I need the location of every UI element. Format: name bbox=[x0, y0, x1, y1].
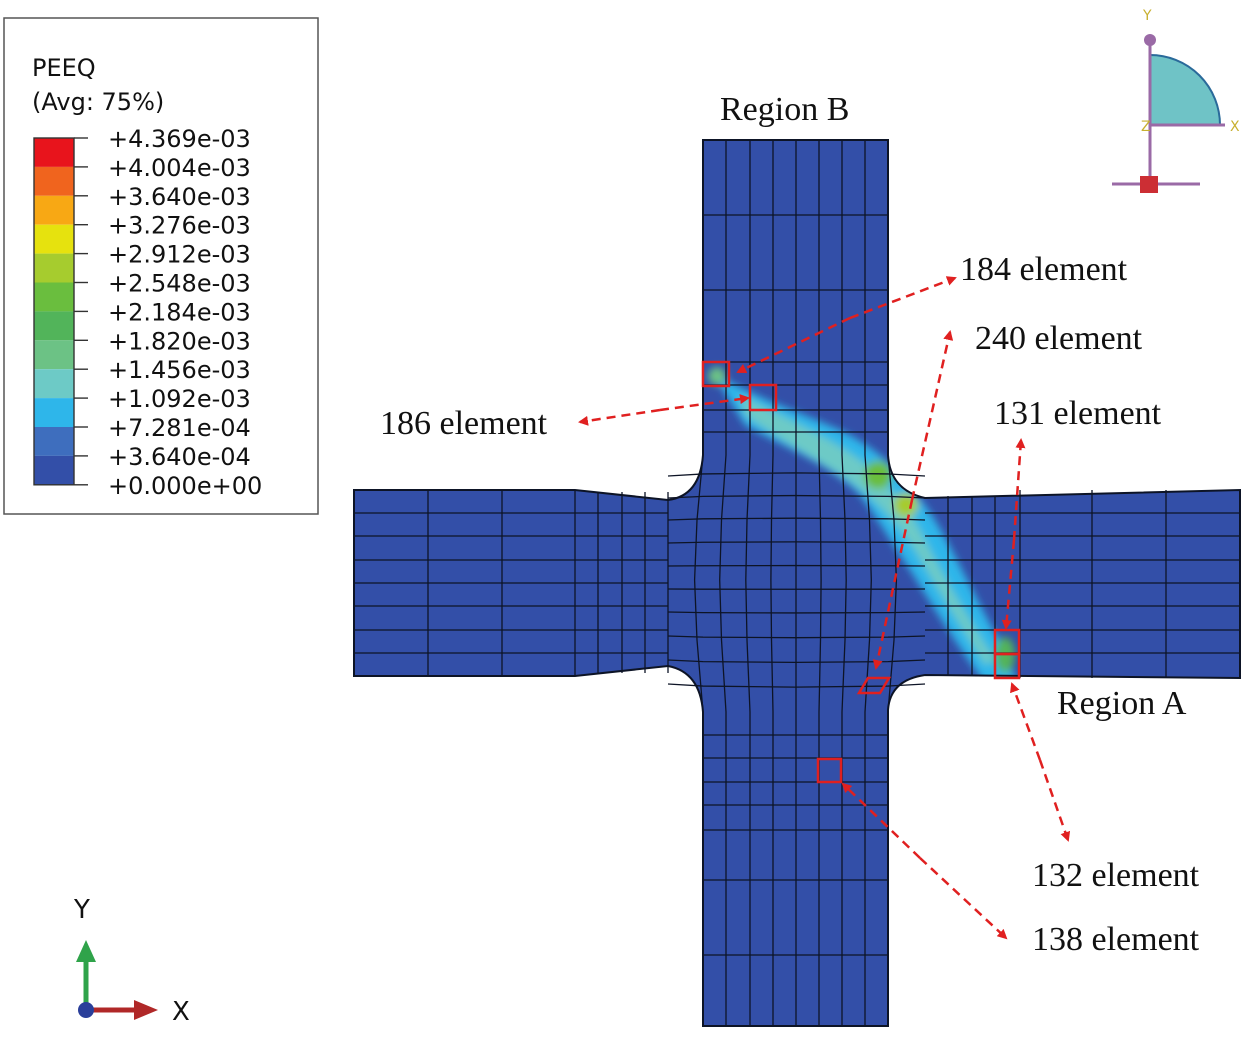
legend-swatch-6 bbox=[34, 311, 74, 341]
legend-level-label-11: +3.640e-04 bbox=[108, 443, 251, 471]
legend-swatch-11 bbox=[34, 455, 74, 485]
legend-swatch-8 bbox=[34, 369, 74, 399]
legend-variable: PEEQ bbox=[32, 54, 96, 82]
arrow-138-to-box bbox=[841, 782, 921, 859]
mesh-line-73 bbox=[818, 454, 822, 713]
element-132-label: 132 element bbox=[1032, 857, 1200, 894]
element-240-box bbox=[856, 676, 892, 695]
mesh-line-68 bbox=[693, 454, 704, 713]
element-186-box bbox=[748, 383, 778, 412]
legend-level-label-6: +2.184e-03 bbox=[108, 298, 251, 326]
mesh-line-64 bbox=[667, 611, 926, 614]
arrow-131-to-label bbox=[1012, 438, 1026, 541]
triad-y-label: Y bbox=[73, 895, 90, 925]
legend-level-label-3: +3.276e-03 bbox=[108, 212, 251, 240]
element-132-box bbox=[993, 652, 1021, 680]
element-184-box bbox=[701, 360, 731, 388]
mesh-line-75 bbox=[864, 454, 872, 713]
strain-band-outer bbox=[712, 372, 1020, 690]
mesh-line-58 bbox=[667, 472, 926, 477]
element-138-label: 138 element bbox=[1032, 921, 1200, 958]
highlighted-elements bbox=[701, 360, 1021, 784]
cruciform-specimen bbox=[353, 139, 1241, 1027]
element-240-label: 240 element bbox=[975, 320, 1143, 357]
legend-level-label-7: +1.820e-03 bbox=[108, 327, 251, 355]
legend-swatch-7 bbox=[34, 340, 74, 370]
mesh-line-76 bbox=[887, 454, 898, 713]
arrow-184-to-label bbox=[849, 276, 957, 320]
legend-level-label-12: +0.000e+00 bbox=[108, 472, 262, 500]
mesh-line-65 bbox=[667, 635, 926, 639]
legend-level-label-4: +2.912e-03 bbox=[108, 241, 251, 269]
legend-swatch-2 bbox=[34, 195, 74, 225]
arrow-186-to-label bbox=[578, 408, 661, 426]
legend-labels: +4.369e-03+4.004e-03+3.640e-03+3.276e-03… bbox=[108, 125, 262, 500]
view-triad-small: Y Z X bbox=[1112, 8, 1240, 193]
legend-swatch-9 bbox=[34, 398, 74, 427]
strain-band-inner bbox=[740, 395, 995, 665]
legend-swatch-3 bbox=[34, 224, 74, 254]
legend-level-label-2: +3.640e-03 bbox=[108, 183, 251, 211]
coordinate-triad: Y X bbox=[73, 895, 190, 1027]
specimen-outline bbox=[353, 139, 1241, 1027]
triad-z-dot bbox=[78, 1002, 94, 1018]
legend-level-label-1: +4.004e-03 bbox=[108, 154, 251, 182]
legend-level-label-0: +4.369e-03 bbox=[108, 125, 251, 153]
triad-small-x-label: X bbox=[1230, 119, 1240, 135]
legend-level-label-5: +2.548e-03 bbox=[108, 270, 251, 298]
region-a-label: Region A bbox=[1057, 685, 1187, 722]
arrow-184-to-box bbox=[736, 316, 851, 374]
arrow-138-to-label bbox=[919, 857, 1008, 940]
triad-y-node bbox=[1144, 34, 1156, 46]
legend-level-label-10: +7.281e-04 bbox=[108, 414, 251, 442]
legend-swatch-4 bbox=[34, 253, 74, 283]
element-184-label: 184 element bbox=[960, 251, 1128, 288]
mesh-line-69 bbox=[719, 454, 727, 713]
mesh-line-74 bbox=[841, 454, 847, 713]
legend-swatches bbox=[33, 137, 88, 486]
triad-y-arrowhead bbox=[76, 940, 96, 962]
strain-hotspot-upper bbox=[864, 461, 892, 489]
legend-level-label-8: +1.456e-03 bbox=[108, 356, 251, 384]
triad-small-z-label: Z bbox=[1141, 119, 1151, 135]
mesh-line-61 bbox=[667, 541, 926, 544]
legend-swatch-5 bbox=[34, 282, 74, 312]
element-callout-arrows bbox=[578, 276, 1071, 940]
mesh-lines bbox=[354, 140, 1240, 1026]
legend-averaging: (Avg: 75%) bbox=[32, 88, 164, 116]
element-138-box bbox=[816, 757, 843, 784]
triad-small-y-label: Y bbox=[1142, 8, 1152, 24]
element-131-label: 131 element bbox=[994, 395, 1162, 432]
mesh-line-70 bbox=[745, 454, 751, 713]
element-186-label: 186 element bbox=[380, 405, 548, 442]
region-b-label: Region B bbox=[720, 91, 849, 128]
mesh-line-66 bbox=[667, 659, 926, 664]
legend-swatch-10 bbox=[34, 427, 74, 456]
triad-x-label: X bbox=[172, 997, 190, 1027]
legend-bar-outline bbox=[33, 137, 75, 486]
mesh-line-59 bbox=[667, 494, 926, 499]
arrow-132-to-box bbox=[1010, 682, 1042, 761]
arrow-240-to-label bbox=[910, 330, 954, 501]
specimen-body bbox=[354, 140, 1240, 1026]
triad-base-node bbox=[1140, 176, 1158, 193]
arrow-240-to-box bbox=[872, 499, 914, 670]
triad-x-arrowhead bbox=[134, 1000, 158, 1020]
arrow-132-to-label bbox=[1038, 759, 1071, 842]
legend-swatch-0 bbox=[34, 138, 74, 167]
mesh-line-71 bbox=[770, 454, 774, 713]
triad-quarter-disc bbox=[1149, 53, 1222, 126]
mesh-line-60 bbox=[667, 517, 926, 521]
contour-legend: PEEQ (Avg: 75%) +4.369e-03+4.004e-03+3.6… bbox=[3, 17, 319, 515]
legend-level-label-9: +1.092e-03 bbox=[108, 385, 251, 413]
strain-hotspot-184 bbox=[708, 367, 726, 385]
legend-swatch-1 bbox=[34, 166, 74, 196]
